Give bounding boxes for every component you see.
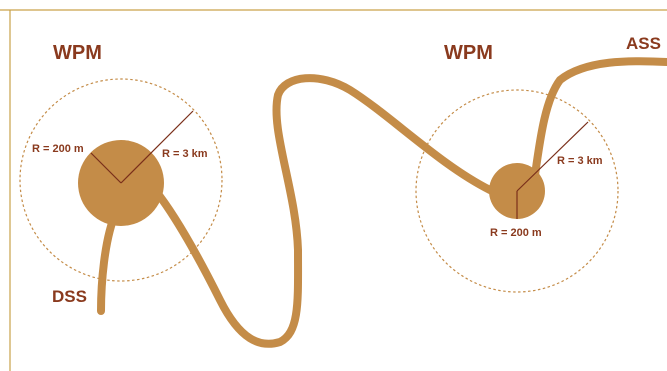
right-r-small-label: R = 200 m	[490, 227, 542, 239]
left-r-small-label: R = 200 m	[32, 143, 84, 155]
dss-label: DSS	[52, 287, 87, 306]
left-radius-large-line	[120, 110, 194, 184]
wpm-left-label: WPM	[53, 42, 102, 64]
right-radius-large-line	[516, 121, 589, 192]
left-3km-circle	[19, 78, 223, 282]
right-r-large-label: R = 3 km	[557, 155, 603, 167]
left-radius-small-line	[90, 152, 122, 184]
right-3km-circle	[415, 89, 619, 293]
ass-label: ASS	[626, 34, 661, 53]
wpm-right-label: WPM	[444, 42, 493, 64]
river-path	[97, 57, 667, 348]
left-r-large-label: R = 3 km	[162, 148, 208, 160]
